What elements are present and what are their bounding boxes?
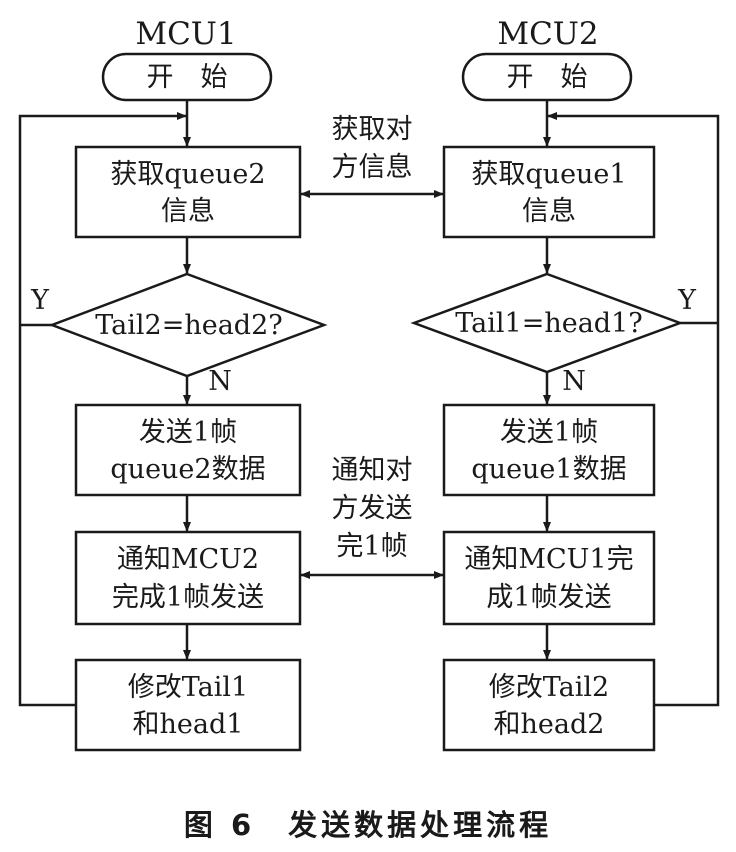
mcu2-send-line2: queue1数据 bbox=[471, 454, 626, 485]
mcu1-yes-label: Y bbox=[30, 285, 50, 316]
link-notify-other-line1: 通知对 bbox=[332, 455, 413, 486]
mcu2-get-info-line1: 获取queue1 bbox=[471, 159, 626, 190]
mcu1-get-info-line1: 获取queue2 bbox=[110, 159, 265, 190]
mcu2-get-info-box bbox=[442, 145, 656, 239]
mcu1-modify-line2: 和head1 bbox=[133, 709, 244, 740]
mcu2-get-info-line2: 信息 bbox=[522, 196, 576, 227]
mcu2-modify-line1: 修改Tail2 bbox=[489, 672, 609, 703]
mcu2-notify-line2: 成1帧发送 bbox=[486, 582, 611, 613]
link-get-other-line2: 方信息 bbox=[332, 152, 413, 183]
mcu1-start-label: 开 始 bbox=[147, 62, 228, 93]
mcu2-yes-label: Y bbox=[677, 285, 697, 316]
mcu2-notify-line1: 通知MCU1完 bbox=[464, 544, 633, 575]
mcu1-no-label: N bbox=[208, 366, 232, 397]
mcu1-loop-back-line bbox=[18, 112, 187, 707]
mcu2-modify-line2: 和head2 bbox=[494, 709, 605, 740]
link-notify-other-line2: 方发送 bbox=[332, 493, 413, 524]
mcu2-title: MCU2 bbox=[497, 16, 598, 52]
mcu2-modify-box bbox=[442, 658, 656, 752]
mcu1-modify-line1: 修改Tail1 bbox=[128, 672, 248, 703]
mcu1-get-info-line2: 信息 bbox=[161, 196, 215, 227]
figure-caption: 图 6 发送数据处理流程 bbox=[184, 808, 552, 842]
link-get-other-line1: 获取对 bbox=[332, 114, 413, 145]
mcu2-send-box bbox=[442, 403, 656, 497]
mcu1-send-line2: queue2数据 bbox=[110, 454, 265, 485]
mcu2-start-label: 开 始 bbox=[507, 62, 588, 93]
link-notify-other-line3: 完1帧 bbox=[336, 531, 407, 562]
mcu1-notify-line2: 完成1帧发送 bbox=[112, 582, 264, 613]
mcu2-notify-box bbox=[442, 530, 656, 626]
mcu2-no-label: N bbox=[562, 366, 586, 397]
mcu1-decision-label: Tail2=head2? bbox=[95, 310, 282, 341]
mcu1-title: MCU1 bbox=[135, 16, 236, 52]
mcu2-send-line1: 发送1帧 bbox=[500, 417, 598, 448]
mcu1-get-info-box bbox=[74, 145, 302, 239]
mcu1-notify-line1: 通知MCU2 bbox=[117, 544, 259, 575]
mcu2-loop-back-line bbox=[547, 112, 720, 707]
mcu1-send-line1: 发送1帧 bbox=[139, 417, 237, 448]
mcu2-decision-label: Tail1=head1? bbox=[455, 308, 642, 339]
